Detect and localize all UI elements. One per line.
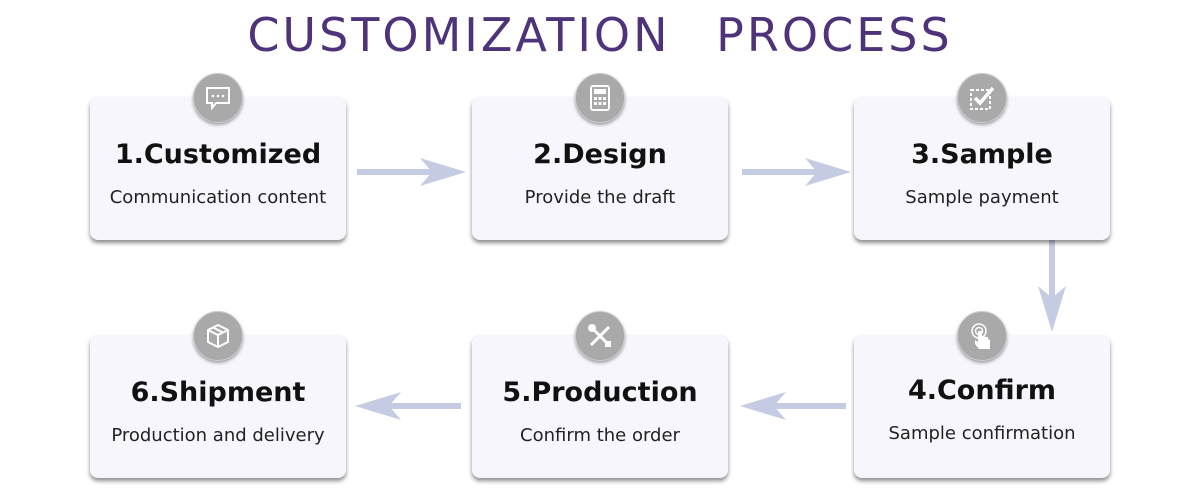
step-title: 3.Sample xyxy=(911,139,1053,170)
arrow-3-to-4 xyxy=(1038,240,1066,332)
step-subtitle: Communication content xyxy=(109,187,327,208)
step-subtitle: Confirm the order xyxy=(520,425,680,446)
arrow-5-to-6 xyxy=(355,392,461,420)
calculator-icon xyxy=(575,73,625,123)
step-card-1: 1.Customized Communication content xyxy=(90,97,346,240)
checkbox-icon xyxy=(957,73,1007,123)
arrow-1-to-2 xyxy=(357,158,466,186)
step-title: 5.Production xyxy=(502,377,698,408)
step-subtitle: Sample confirmation xyxy=(888,423,1076,444)
touch-icon xyxy=(957,311,1007,361)
step-subtitle: Production and delivery xyxy=(111,425,325,446)
step-title: 1.Customized xyxy=(114,139,322,170)
step-title: 2.Design xyxy=(533,139,667,170)
box-icon xyxy=(193,311,243,361)
chat-icon xyxy=(193,73,243,123)
page-title: CUSTOMIZATION PROCESS xyxy=(247,8,953,62)
tools-icon xyxy=(575,311,625,361)
arrow-4-to-5 xyxy=(740,392,846,420)
step-title: 6.Shipment xyxy=(130,377,306,408)
step-subtitle: Sample payment xyxy=(905,187,1059,208)
step-subtitle: Provide the draft xyxy=(524,187,676,208)
step-title: 4.Confirm xyxy=(907,375,1057,406)
arrow-2-to-3 xyxy=(742,158,851,186)
